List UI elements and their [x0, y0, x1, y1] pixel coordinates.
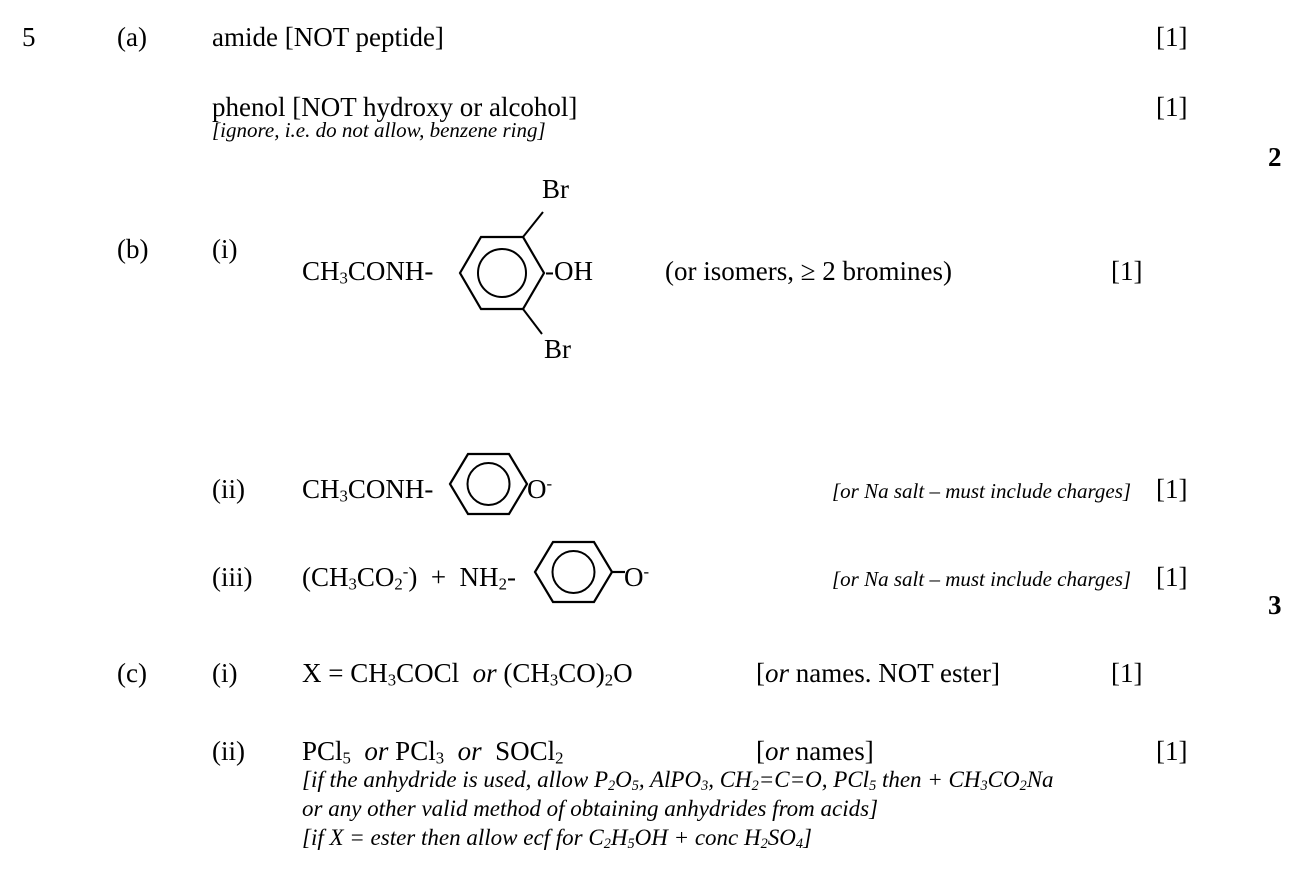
b-iii-left-part: (CH3CO2-) + NH2- [302, 561, 516, 594]
c-ii-note: [or names] [756, 736, 874, 766]
b-i-comment: (or isomers, ≥ 2 bromines) [665, 256, 953, 286]
b-ii-mark: [1] [1156, 474, 1188, 504]
c-i-mark: [1] [1111, 658, 1143, 688]
b-i-bottom-bromine: Br [544, 334, 571, 364]
c-ii-extra-2: or any other valid method of obtaining a… [302, 796, 879, 821]
b-ii-left-group: CH3CONH- [302, 474, 434, 506]
b-ii-benzene-ring [448, 452, 529, 516]
part-a-note: [ignore, i.e. do not allow, benzene ring… [212, 118, 546, 142]
c-i-answer: X = CH3COCl or (CH3CO)2O [302, 658, 633, 690]
part-b-label: (b) [117, 234, 149, 264]
part-c-i-label: (i) [212, 658, 238, 688]
b-iii-oxide-ion: O- [624, 561, 650, 592]
c-ii-mark: [1] [1156, 736, 1188, 766]
b-i-benzene-ring [458, 211, 546, 335]
b-i-mark: [1] [1111, 256, 1143, 286]
c-ii-answer: PCl5 or PCl3 or SOCl2 [302, 736, 564, 768]
part-c-ii-label: (ii) [212, 736, 245, 766]
part-b-ii-label: (ii) [212, 474, 245, 504]
part-a-answer-2: phenol [NOT hydroxy or alcohol] [212, 92, 578, 122]
part-b-total: 3 [1268, 590, 1282, 620]
c-ii-extra-3: [if X = ester then allow ecf for C2H5OH … [302, 825, 812, 853]
question-number: 5 [22, 22, 36, 52]
b-i-top-bromine: Br [542, 174, 569, 204]
part-a-label: (a) [117, 22, 147, 52]
b-ii-oxide-ion: O- [527, 473, 553, 504]
b-i-right-group: -OH [545, 256, 593, 286]
part-a-mark-1: [1] [1156, 22, 1188, 52]
part-b-i-label: (i) [212, 234, 238, 264]
b-iii-note: [or Na salt – must include charges] [832, 567, 1132, 591]
part-a-mark-2: [1] [1156, 92, 1188, 122]
c-i-note: [or names. NOT ester] [756, 658, 1000, 688]
part-c-label: (c) [117, 658, 147, 688]
b-iii-mark: [1] [1156, 562, 1188, 592]
part-a-answer-1: amide [NOT peptide] [212, 22, 444, 52]
part-a-total: 2 [1268, 142, 1282, 172]
b-ii-note: [or Na salt – must include charges] [832, 479, 1132, 503]
c-ii-extra-1: [if the anhydride is used, allow P2O5, A… [302, 767, 1054, 795]
b-iii-benzene-ring [533, 540, 625, 604]
b-i-left-group: CH3CONH- [302, 256, 434, 288]
part-b-iii-label: (iii) [212, 562, 253, 592]
